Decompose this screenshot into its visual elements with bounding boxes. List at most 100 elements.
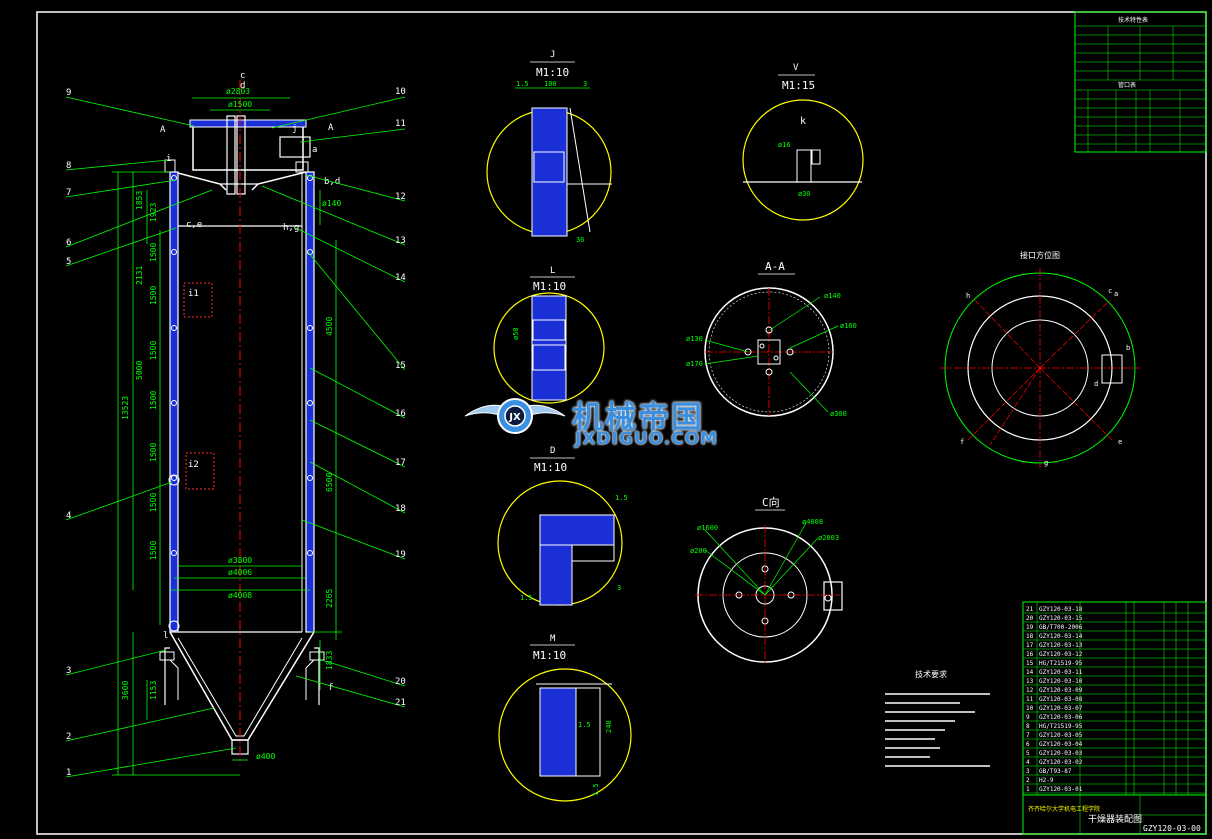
detail-m-dim-3: 1.5	[592, 783, 600, 796]
detail-v-id: V	[793, 63, 799, 73]
bom-row-code: H2-9	[1039, 777, 1054, 784]
bom-row-code: GB/T93-87	[1039, 768, 1072, 775]
bom-row-number: 11	[1026, 696, 1034, 703]
bom-row-number: 10	[1026, 705, 1034, 712]
part-number-12: 12	[395, 192, 406, 202]
detail-m-dim-1: 1.5	[578, 721, 591, 729]
watermark-cn: 机械帝国	[572, 400, 704, 436]
technical-requirements: 技术要求	[885, 669, 990, 767]
detail-l-id: L	[550, 266, 555, 276]
dim-1500-f: 1500	[149, 493, 158, 512]
detail-v-dim-1: k	[800, 116, 806, 127]
part-number-5: 5	[66, 257, 71, 267]
aa-dim-3: ø130	[686, 335, 703, 343]
bom-row-code: GZY120-03-06	[1039, 714, 1083, 721]
view-c-dim-2: ø1600	[697, 524, 718, 532]
bom-row-code: GZY120-03-01	[1039, 786, 1083, 793]
part-number-3: 3	[66, 666, 71, 676]
watermark-en: JXDIGUO.COM	[575, 429, 719, 449]
orient-d: d	[1094, 380, 1098, 388]
detail-j-dim-4: 36	[576, 236, 584, 244]
detail-v-scale: M1:15	[782, 79, 815, 92]
bom-row-number: 20	[1026, 615, 1034, 622]
part-number-4: 4	[66, 511, 71, 521]
dim-shell-3800: ø3800	[228, 556, 252, 565]
dim-6500: 6500	[325, 473, 334, 492]
bom-row-number: 17	[1026, 642, 1034, 649]
title-block-drawing-no: GZY120-03-00	[1143, 824, 1201, 833]
orient-f: f	[960, 438, 964, 446]
orient-b: b	[1126, 344, 1130, 352]
orientation-title: 接口方位图	[1020, 250, 1060, 260]
nozzle-f: f	[328, 683, 333, 693]
dim-5000: 5000	[135, 361, 144, 380]
part-number-10: 10	[395, 87, 406, 97]
detail-d-dim-2: 3	[617, 584, 621, 592]
nozzle-l: l	[163, 631, 168, 641]
dim-1833: 1833	[325, 651, 334, 670]
bom-row-code: GZY120-03-11	[1039, 669, 1083, 676]
detail-v: V M1:15 k ø16 ø30	[742, 63, 864, 221]
section-aa: A-A ø140 ø160 ø130 ø170 ø300	[686, 260, 857, 418]
bom-row-code: GZY120-03-02	[1039, 759, 1083, 766]
bom-row-number: 3	[1026, 768, 1030, 775]
bom-row-code: GZY120-03-18	[1039, 606, 1083, 613]
bom-row-code: GZY120-03-08	[1039, 696, 1083, 703]
dim-1500-d: 1500	[149, 391, 158, 410]
dim-1923: 1923	[149, 203, 158, 222]
part-number-1: 1	[66, 768, 71, 778]
dim-1500-a: 1500	[149, 243, 158, 262]
aa-dim-2: ø160	[840, 322, 857, 330]
dim-shell-4006: ø4006	[228, 568, 252, 577]
part-number-20: 20	[395, 677, 406, 687]
dim-2265: 2265	[325, 589, 334, 608]
detail-m-id: M	[550, 634, 556, 644]
gear-logo-icon: JX	[464, 398, 566, 434]
bom-row-number: 7	[1026, 732, 1030, 739]
bom-row-code: GZY120-03-10	[1039, 678, 1083, 685]
detail-d-id: D	[550, 446, 555, 456]
section-mark-a-right: A	[328, 123, 334, 133]
bom-row-code: GZY120-03-15	[1039, 615, 1083, 622]
bom-row-number: 15	[1026, 660, 1034, 667]
part-number-6: 6	[66, 238, 71, 248]
dim-total-height: 13523	[121, 396, 130, 420]
section-mark-d: d	[240, 81, 245, 91]
dim-1853: 1853	[135, 191, 144, 210]
part-number-11: 11	[395, 119, 406, 129]
dim-2131: 2131	[135, 266, 144, 285]
part-number-21: 21	[395, 698, 406, 708]
orient-g: g	[1044, 459, 1048, 467]
dim-top-outer: ø2803	[226, 87, 250, 96]
detail-m-dim-2: 248	[605, 720, 613, 733]
bom-row-number: 2	[1026, 777, 1030, 784]
bom-row-number: 18	[1026, 633, 1034, 640]
bom-row-number: 12	[1026, 687, 1034, 694]
detail-j-dim-3: 3	[583, 80, 587, 88]
dim-1500-c: 1500	[149, 341, 158, 360]
part-number-16: 16	[395, 409, 406, 419]
part-number-13: 13	[395, 236, 406, 246]
orient-h: h	[966, 292, 970, 300]
bom-row-number: 14	[1026, 669, 1034, 676]
detail-j-dim-1: 1.5	[516, 80, 529, 88]
part-number-19: 19	[395, 550, 406, 560]
dim-outlet-400: ø400	[256, 752, 275, 761]
bom-row-code: GZY120-03-05	[1039, 732, 1083, 739]
bom-row-number: 1	[1026, 786, 1030, 793]
section-mark-a-left: A	[160, 125, 166, 135]
part-number-2: 2	[66, 732, 71, 742]
part-number-14: 14	[395, 273, 406, 283]
main-vessel-view: ø2803 ø1500 ø3800 ø4006 ø4008 ø400 ø140 …	[65, 71, 406, 778]
bom-row-code: GZY120-03-13	[1039, 642, 1083, 649]
part-number-18: 18	[395, 504, 406, 514]
detail-d: D M1:10 1.5 3 1.5	[497, 446, 628, 606]
nozzle-table-title: 管口表	[1118, 81, 1136, 89]
detail-j: J M1:10 1.5 100 3 36	[486, 50, 612, 244]
detail-d-scale: M1:10	[534, 461, 567, 474]
detail-m: M M1:10 1.5 248 1.5	[498, 634, 632, 802]
nozzle-orientation-view: 接口方位图 a b c d e f g h	[940, 250, 1140, 468]
orient-e: e	[1118, 438, 1122, 446]
dim-1153: 1153	[149, 681, 158, 700]
bom-row-code: GZY120-03-04	[1039, 741, 1083, 748]
